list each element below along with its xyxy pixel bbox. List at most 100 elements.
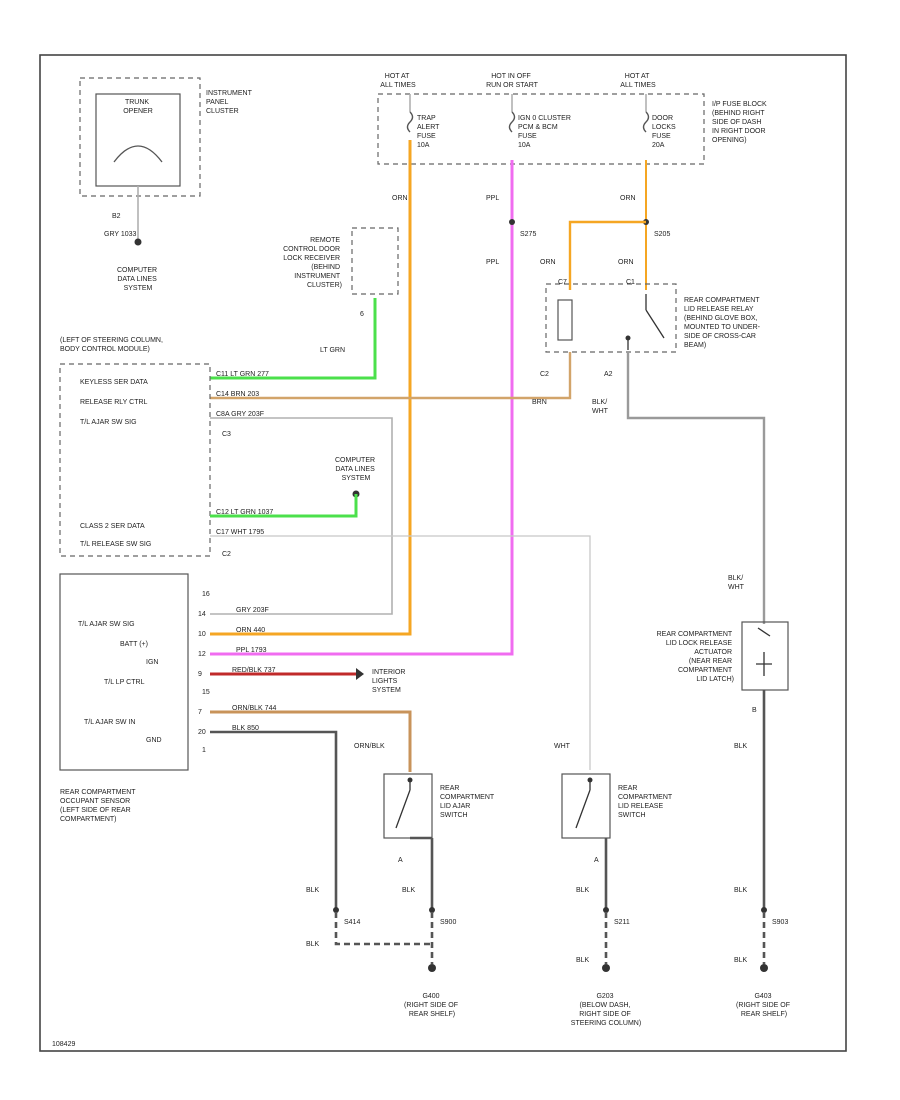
rear-relay-pin-c7: C7 (558, 279, 567, 286)
wire-label-brn-relay: BRN (532, 399, 547, 406)
fuse-ign-cluster-label: IGN 0 CLUSTER PCM & BCM FUSE 10A (518, 115, 573, 149)
sensor-wire-orn: ORN 440 (236, 627, 265, 634)
sensor-pin-16: 16 (202, 591, 210, 598)
rear-relay-box (545, 283, 677, 353)
release-switch-dot (587, 777, 593, 783)
bcm-pin-c: C8A GRY 203F (216, 411, 264, 418)
wire-lt-grn-class2 (210, 494, 358, 518)
wire-label-ppl-2: PPL (486, 259, 499, 266)
wire-blk-s414-to-g400 (334, 912, 432, 946)
sensor-wire-gry: GRY 203F (236, 607, 269, 614)
wire-blk-wht-actuator (626, 352, 766, 624)
actuator-pin-b: B (752, 707, 757, 714)
bcm-release-rly-ctrl: RELEASE RLY CTRL (80, 399, 148, 406)
rear-relay-label: REAR COMPARTMENT LID RELEASE RELAY (BEHI… (684, 297, 762, 349)
bcm-pin-b: C14 BRN 203 (216, 391, 259, 398)
wire-label-blk-wht-2: BLK/ WHT (728, 575, 745, 591)
bcm-tl-ajar-sw-sig: T/L AJAR SW SIG (80, 419, 137, 426)
occupant-sensor-box (59, 573, 189, 771)
relay-contact-icon (627, 294, 665, 350)
sensor-wire-red: RED/BLK 737 (232, 667, 276, 674)
fuse-door-locks-label: DOOR LOCKS FUSE 20A (652, 115, 678, 149)
splice-s211-dot (603, 907, 609, 913)
relay-coil-icon (557, 299, 573, 341)
wire-label-orn-4: ORN (618, 259, 634, 266)
wire-label-blk-6: BLK (306, 941, 320, 948)
connection-dot-data-lines-1 (134, 238, 142, 246)
release-switch-box (561, 773, 611, 839)
release-switch-pin-a: A (594, 857, 599, 864)
sensor-wire-blk: BLK 850 (232, 725, 259, 732)
wire-label-blk-8: BLK (734, 957, 748, 964)
bcm-pin-e: C17 WHT 1795 (216, 529, 264, 536)
bcm-location-label: (LEFT OF STEERING COLUMN, BODY CONTROL M… (60, 337, 165, 353)
bcm-connector-c3: C3 (222, 431, 231, 438)
wire-label-blk-4: BLK (576, 887, 590, 894)
splice-s275-label: S275 (520, 231, 536, 238)
ground-g403-label: G403 (RIGHT SIDE OF REAR SHELF) (736, 993, 792, 1018)
splice-s211-label: S211 (614, 919, 630, 926)
sensor-gnd: GND (146, 737, 162, 744)
pin-b2: B2 (112, 213, 121, 220)
actuator-label: REAR COMPARTMENT LID LOCK RELEASE ACTUAT… (657, 631, 734, 683)
actuator-icon (756, 627, 772, 676)
ground-g203-dot (602, 964, 610, 972)
relay-pin-a2: A2 (604, 371, 613, 378)
hot-at-all-times-label-1: HOT AT ALL TIMES (380, 73, 416, 89)
splice-s414-label: S414 (344, 919, 360, 926)
splice-s903-label: S903 (772, 919, 788, 926)
wire-orn-relay-feed (568, 220, 646, 290)
wire-label-blk-1: BLK (734, 743, 748, 750)
sensor-tl-ajar: T/L AJAR SW SIG (78, 621, 135, 628)
splice-s414-dot (333, 907, 339, 913)
diagram-frame (39, 54, 847, 1052)
wire-orn-trap-alert (210, 140, 412, 636)
wire-label-lt-grn: LT GRN (320, 347, 345, 354)
sensor-pin-14: 14 (198, 611, 206, 618)
fuse-trap-alert-icon (406, 111, 414, 133)
sensor-pin-7: 7 (198, 709, 202, 716)
sensor-tl-ajar-in: T/L AJAR SW IN (84, 719, 135, 726)
rear-relay-pin-c1: C1 (626, 279, 635, 286)
remote-receiver-pin: 6 (360, 311, 364, 318)
release-switch-contact-icon (575, 780, 591, 829)
sensor-pin-10: 10 (198, 631, 206, 638)
splice-s900-label: S900 (440, 919, 456, 926)
ip-fuse-block-label: I/P FUSE BLOCK (BEHIND RIGHT SIDE OF DAS… (712, 101, 769, 144)
wire-lt-grn-keyless (210, 298, 377, 380)
sensor-pin-15: 15 (202, 689, 210, 696)
fuse-door-locks-icon (642, 111, 650, 133)
computer-data-lines-label-1: COMPUTER DATA LINES SYSTEM (117, 267, 159, 292)
hot-in-off-run-label: HOT IN OFF RUN OR START (486, 73, 539, 89)
instrument-panel-cluster-box (79, 77, 201, 197)
occupant-sensor-label: REAR COMPARTMENT OCCUPANT SENSOR (LEFT S… (60, 789, 137, 823)
wire-wht-release-sw (210, 535, 591, 770)
sensor-pin-12: 12 (198, 651, 206, 658)
remote-receiver-label: REMOTE CONTROL DOOR LOCK RECEIVER (BEHIN… (283, 237, 342, 289)
sensor-wire-orn-blk: ORN/BLK 744 (232, 705, 276, 712)
release-switch-label: REAR COMPARTMENT LID RELEASE SWITCH (618, 785, 674, 819)
bcm-pin-d: C12 LT GRN 1037 (216, 509, 273, 516)
sensor-tl-lp-ctrl: T/L LP CTRL (104, 679, 145, 686)
ajar-switch-pin-a: A (398, 857, 403, 864)
sensor-batt: BATT (+) (120, 641, 148, 648)
wire-gry-ajar-sig (210, 417, 393, 615)
wire-label-blk-7: BLK (576, 957, 590, 964)
trunk-opener-label: TRUNK OPENER (123, 99, 153, 115)
wire-label-wht: WHT (554, 743, 571, 750)
ajar-switch-box (383, 773, 433, 839)
wire-label-blk-2: BLK (734, 887, 748, 894)
bcm-class2-ser-data: CLASS 2 SER DATA (80, 523, 145, 530)
ground-g203-label: G203 (BELOW DASH, RIGHT SIDE OF STEERING… (571, 993, 641, 1027)
remote-receiver-box (351, 227, 399, 295)
splice-s903-dot (761, 907, 767, 913)
interior-lights-arrow-icon (356, 668, 364, 680)
wire-label-blk-5: BLK (306, 887, 320, 894)
bcm-tl-release-sw-sig: T/L RELEASE SW SIG (80, 541, 151, 548)
splice-s900-dot (429, 907, 435, 913)
sensor-pin-20: 20 (198, 729, 206, 736)
wire-brn-release-ctrl (210, 352, 572, 400)
relay-pin-c2: C2 (540, 371, 549, 378)
footer-code: 108429 (52, 1041, 75, 1048)
